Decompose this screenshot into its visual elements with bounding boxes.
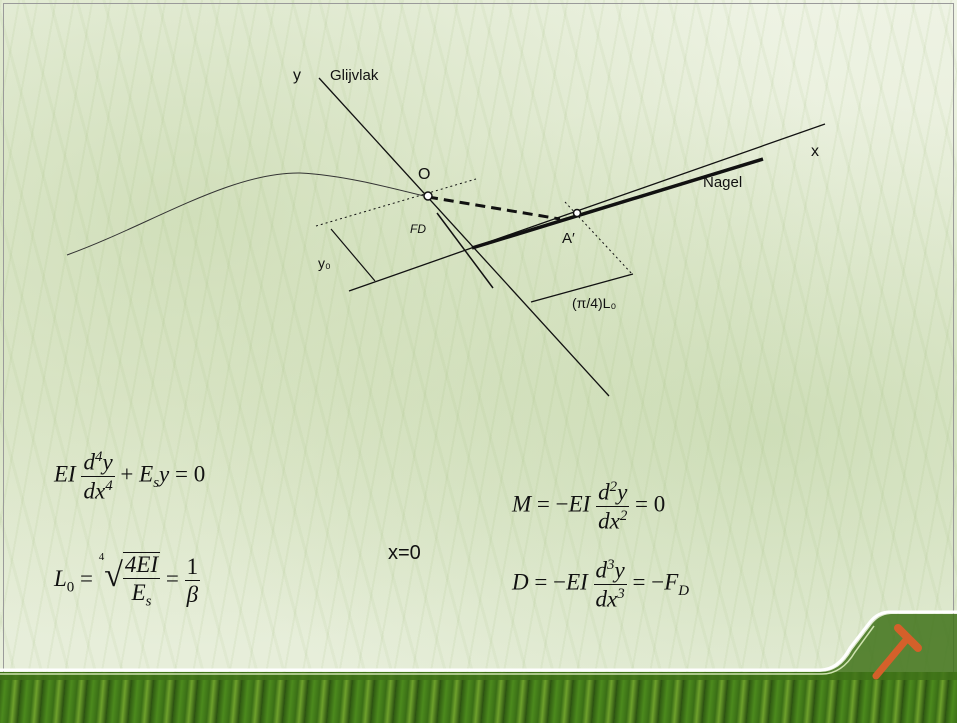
y-axis-label: y bbox=[293, 67, 301, 84]
boundary-condition: x=0 bbox=[388, 542, 421, 564]
force-label: FD bbox=[410, 222, 426, 236]
force-line bbox=[436, 212, 494, 289]
length-dimension-line bbox=[530, 273, 634, 303]
length-label: (π/4)L₀ bbox=[572, 295, 617, 311]
footer-wave bbox=[0, 610, 957, 680]
x-axis-line bbox=[348, 123, 826, 292]
footer-grass-strip bbox=[0, 672, 957, 723]
y0-label: y₀ bbox=[318, 255, 331, 271]
nail-label: Nagel bbox=[703, 174, 743, 191]
deflection-dashed-line bbox=[427, 195, 561, 221]
point-a bbox=[572, 208, 582, 218]
nail-line bbox=[471, 157, 764, 250]
point-a-label: A′ bbox=[562, 230, 575, 247]
x-axis-label: x bbox=[811, 143, 819, 160]
origin-label: O bbox=[418, 166, 431, 183]
pile-label: Glijvlak bbox=[330, 67, 379, 84]
y0-dimension-line bbox=[330, 228, 376, 282]
hammer-logo-icon bbox=[872, 624, 922, 680]
slope-surface-curve bbox=[66, 172, 429, 256]
y-axis-line bbox=[318, 77, 610, 397]
origin-point bbox=[423, 191, 433, 201]
